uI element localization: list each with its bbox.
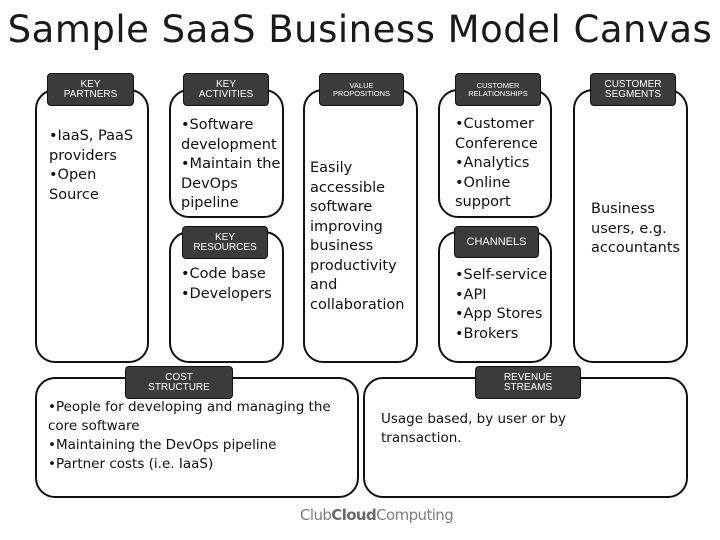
value-propositions-label: VALUE PROPOSITIONS bbox=[319, 73, 404, 106]
cost-structure-label: COST STRUCTURE bbox=[125, 366, 233, 399]
logo-text-computing: Computing bbox=[376, 506, 454, 524]
customer-relationships-box bbox=[438, 89, 552, 218]
logo-text-cloud: Cloud bbox=[331, 506, 377, 524]
list-item: •Software development bbox=[181, 117, 277, 153]
list-item: •Brokers bbox=[455, 325, 519, 342]
list-item: •Open Source bbox=[49, 167, 99, 203]
customer-segments-content: Business users, e.g. accountants bbox=[591, 201, 681, 256]
channels-label: CHANNELS bbox=[454, 226, 539, 258]
key-resources-content: •Code base •Developers bbox=[181, 265, 281, 304]
key-activities-label: KEY ACTIVITIES bbox=[183, 73, 269, 106]
logo-text-club: Club bbox=[300, 506, 332, 524]
revenue-streams-label: REVENUE STREAMS bbox=[475, 366, 581, 399]
value-propositions-content: Easily accessible software improving bus… bbox=[310, 160, 405, 313]
key-resources-label: KEY RESOURCES bbox=[182, 226, 268, 259]
key-activities-content: •Software development •Maintain the DevO… bbox=[181, 116, 281, 214]
list-item: •App Stores bbox=[455, 306, 543, 322]
list-item: •Online support bbox=[455, 174, 511, 211]
list-item: •People for developing and managing the … bbox=[48, 399, 331, 434]
list-item: •Customer Conference bbox=[455, 116, 538, 152]
list-item: •Code base bbox=[181, 266, 266, 282]
list-item: •Maintain the DevOps pipeline bbox=[181, 156, 281, 211]
value-propositions-box bbox=[303, 89, 418, 363]
cost-structure-content: •People for developing and managing the … bbox=[48, 398, 348, 474]
key-partners-content: •IaaS, PaaS providers •Open Source bbox=[49, 127, 145, 205]
list-item: •Partner costs (i.e. IaaS) bbox=[48, 456, 214, 472]
list-item: •Developers bbox=[181, 285, 272, 302]
list-item: •IaaS, PaaS providers bbox=[49, 128, 134, 164]
customer-segments-label: CUSTOMER SEGMENTS bbox=[590, 73, 676, 106]
customer-relationships-label: CUSTOMER RELATIONSHIPS bbox=[455, 73, 541, 106]
customer-segments-box bbox=[573, 89, 688, 363]
list-item: •Self-service bbox=[455, 267, 548, 283]
customer-relationships-content: •Customer Conference •Analytics •Online … bbox=[455, 115, 551, 213]
club-cloud-computing-logo: ClubCloudComputing bbox=[300, 506, 454, 524]
page-title: Sample SaaS Business Model Canvas bbox=[7, 8, 713, 51]
list-item: •Maintaining the DevOps pipeline bbox=[48, 437, 277, 453]
key-partners-label: KEY PARTNERS bbox=[47, 73, 134, 106]
list-item: •API bbox=[455, 286, 487, 303]
revenue-streams-content: Usage based, by user or by transaction. bbox=[381, 411, 566, 446]
list-item: •Analytics bbox=[455, 155, 530, 171]
key-activities-box bbox=[169, 89, 284, 218]
key-partners-box bbox=[35, 89, 149, 363]
channels-content: •Self-service •API •App Stores •Brokers bbox=[455, 266, 551, 344]
